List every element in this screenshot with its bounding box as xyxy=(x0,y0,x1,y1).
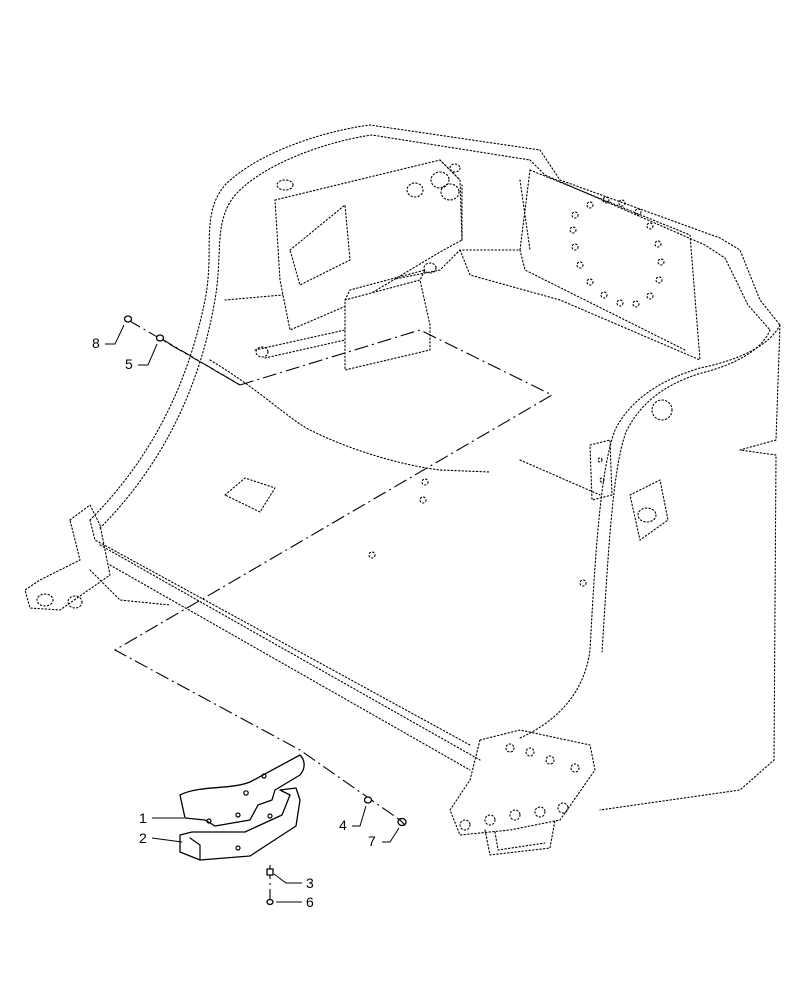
callout-leaders xyxy=(105,324,400,903)
part-2-guard xyxy=(179,787,301,861)
callout-1: 1 xyxy=(139,810,147,826)
hardware-item-3 xyxy=(266,868,274,876)
part-1-bracket xyxy=(179,754,305,827)
hardware-item-8 xyxy=(123,315,133,323)
callout-4: 4 xyxy=(339,817,347,833)
callout-8: 8 xyxy=(92,335,100,351)
chassis-frame xyxy=(24,124,781,856)
callout-6: 6 xyxy=(306,894,314,910)
callout-labels: 8 5 1 2 3 4 6 7 xyxy=(92,335,376,910)
callout-2: 2 xyxy=(139,830,147,846)
callout-5: 5 xyxy=(125,356,133,372)
hardware-item-5 xyxy=(155,334,165,342)
hardware-item-6 xyxy=(266,898,274,906)
callout-7: 7 xyxy=(368,833,376,849)
hardware-item-4 xyxy=(363,796,373,804)
callout-3: 3 xyxy=(306,875,314,891)
hardware-item-7 xyxy=(397,817,407,827)
bolt-circle xyxy=(569,196,665,308)
